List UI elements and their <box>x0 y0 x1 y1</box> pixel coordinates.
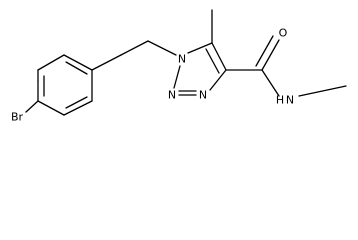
bond-ch2-n1 <box>147 40 177 56</box>
atom-n2: N <box>168 89 176 102</box>
atom-amide-n: N <box>286 94 294 107</box>
bond-n-methyl <box>298 85 347 97</box>
atom-o: O <box>279 27 288 40</box>
triazole-ring: N N N <box>168 42 227 102</box>
bond-carbonyl-o <box>261 39 280 71</box>
atom-n3: N <box>199 89 207 102</box>
bond-c2-c3 <box>37 100 65 116</box>
bond-c4-n3 <box>209 69 227 91</box>
bond-c6-c1 <box>37 54 65 71</box>
benzene-ring <box>37 54 93 116</box>
bond-c5-c4 <box>211 42 227 71</box>
bond-carbonyl-n <box>261 69 280 97</box>
bond-n1-c5 <box>187 42 213 54</box>
bond-carbonyl-o-double <box>255 35 274 67</box>
aromatic-inner-top <box>65 61 88 75</box>
aromatic-inner-bottom <box>65 96 88 109</box>
bond-c5-c6 <box>63 54 93 71</box>
bond-c3-c4 <box>63 100 93 116</box>
atom-br: Br <box>11 111 24 124</box>
bond-ring-br <box>25 100 39 113</box>
bond-ch2-ring <box>120 40 149 56</box>
bond-n2-n1 <box>173 65 181 89</box>
atom-amide-h: H <box>276 94 284 107</box>
bond-ring-ch2 <box>91 54 122 71</box>
bond-c5-c4-double <box>205 48 220 74</box>
atom-n1: N <box>178 53 186 66</box>
chemical-structure: Br N N N O H N <box>11 9 347 124</box>
